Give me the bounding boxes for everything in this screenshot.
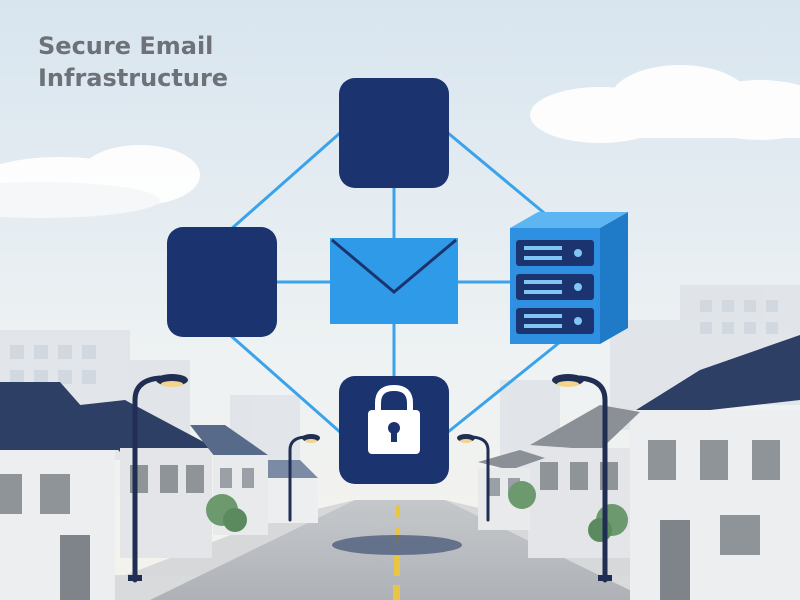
page-title: Secure Email Infrastructure [38,30,228,94]
bottom-node-padlock-icon [339,376,449,484]
connector-right-bottom [447,340,561,434]
right-houses [478,335,800,600]
left-node-blank-square-icon [167,227,277,337]
connector-top-left [229,131,341,232]
connector-lines [229,131,561,434]
center-node-envelope-icon [330,238,458,324]
node-shadow [332,535,462,555]
connector-top-right [447,131,556,224]
title-line-2: Infrastructure [38,64,229,92]
connector-left-bottom [229,333,341,434]
title-line-1: Secure Email [38,32,214,60]
right-node-server-icon [510,212,628,344]
street-lamps [132,375,608,583]
clouds [0,65,800,218]
top-node-blank-square-icon [339,78,449,188]
